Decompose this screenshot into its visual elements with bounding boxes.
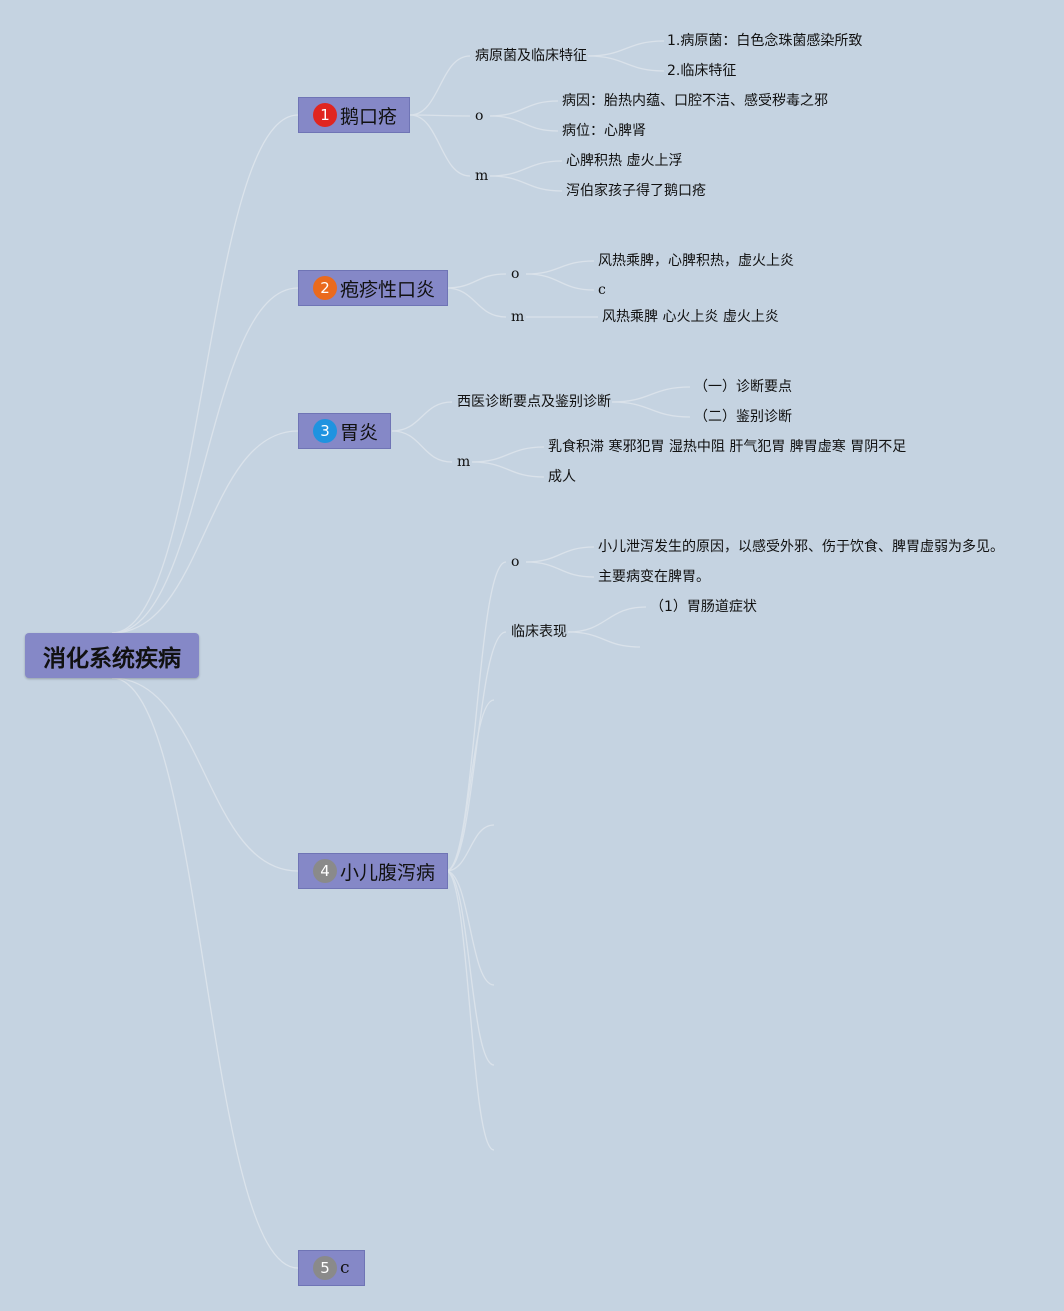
branch-label: 鹅口疮 (340, 105, 398, 128)
connector-line (525, 561, 595, 578)
connector-line (445, 287, 507, 318)
leaf-topic[interactable]: 成人 (548, 469, 576, 485)
connector-line (587, 40, 665, 57)
connector-line (111, 114, 299, 634)
branch-c[interactable]: 5 c (298, 1250, 365, 1286)
connector-line (445, 824, 495, 872)
leaf-topic[interactable]: 2.临床特征 (667, 63, 737, 79)
subtopic[interactable]: 病原菌及临床特征 (475, 48, 587, 64)
connector-line (445, 870, 495, 1066)
leaf-topic[interactable]: c (598, 282, 606, 298)
connector-line (445, 631, 507, 872)
branch-thrush[interactable]: 1 鹅口疮 (298, 97, 411, 133)
subtopic[interactable]: m (511, 309, 525, 325)
branch-herpetic-stomatitis[interactable]: 2 疱疹性口炎 (298, 270, 449, 306)
subtopic[interactable]: o (511, 266, 520, 282)
connector-line (489, 115, 559, 132)
connector-line (525, 260, 595, 275)
branch-label: 小儿腹泻病 (340, 861, 436, 884)
leaf-topic[interactable]: 乳食积滞 寒邪犯胃 湿热中阻 肝气犯胃 脾胃虚寒 胃阴不足 (548, 439, 907, 455)
connector-line (445, 870, 495, 986)
connector-line (611, 401, 691, 418)
branch-label: 胃炎 (340, 421, 379, 444)
subtopic[interactable]: m (457, 454, 471, 470)
leaf-topic[interactable]: 泻伯家孩子得了鹅口疮 (566, 183, 706, 199)
connector-line (525, 273, 595, 291)
leaf-topic[interactable]: 主要病变在脾胃。 (598, 569, 710, 585)
connector-line (391, 430, 453, 463)
subtopic[interactable]: o (511, 554, 520, 570)
branch-gastritis[interactable]: 3 胃炎 (298, 413, 392, 449)
leaf-topic[interactable]: （二）鉴别诊断 (694, 409, 792, 425)
connector-line (445, 870, 495, 1151)
connector-line (445, 273, 507, 289)
connector-line (111, 287, 299, 634)
number-3-icon: 3 (313, 419, 337, 443)
connector-line (471, 461, 545, 478)
connector-line (567, 606, 647, 633)
leaf-topic[interactable]: 病位：心脾肾 (562, 123, 646, 139)
connector-line (111, 430, 299, 634)
connector-line (445, 561, 507, 872)
connector-line (391, 401, 453, 432)
root-topic[interactable]: 消化系统疾病 (25, 633, 199, 678)
connector-line (445, 699, 495, 872)
connector-line (409, 55, 471, 116)
connector-line (525, 546, 595, 563)
connector-line (489, 160, 563, 177)
leaf-topic[interactable]: 风热乘脾 心火上炎 虚火上炎 (602, 309, 779, 325)
leaf-topic[interactable]: 心脾积热 虚火上浮 (566, 153, 683, 169)
leaf-topic[interactable]: （一）诊断要点 (694, 379, 792, 395)
subtopic[interactable]: m (475, 168, 489, 184)
connector-line (409, 114, 471, 177)
number-2-icon: 2 (313, 276, 337, 300)
connector-line (471, 446, 545, 463)
subtopic[interactable]: 西医诊断要点及鉴别诊断 (457, 394, 611, 410)
connector-line (111, 677, 299, 872)
leaf-topic[interactable]: 风热乘脾，心脾积热，虚火上炎 (598, 253, 794, 269)
number-1-icon: 1 (313, 103, 337, 127)
connector-line (567, 631, 641, 648)
connector-line (111, 677, 299, 1269)
leaf-topic[interactable]: 小儿泄泻发生的原因，以感受外邪、伤于饮食、脾胃虚弱为多见。 (598, 539, 1004, 555)
connector-line (489, 100, 559, 117)
connector-line (611, 386, 691, 403)
connector-line (409, 114, 471, 117)
branch-label: c (340, 1258, 350, 1278)
subtopic[interactable]: o (475, 108, 484, 124)
subtopic[interactable]: 临床表现 (511, 624, 567, 640)
leaf-topic[interactable]: 病因：胎热内蕴、口腔不洁、感受秽毒之邪 (562, 93, 828, 109)
connector-line (587, 55, 665, 72)
leaf-topic[interactable]: （1）胃肠道症状 (650, 599, 757, 615)
branch-infant-diarrhea[interactable]: 4 小儿腹泻病 (298, 853, 449, 889)
number-5-icon: 5 (313, 1256, 337, 1280)
number-4-icon: 4 (313, 859, 337, 883)
leaf-topic[interactable]: 1.病原菌：白色念珠菌感染所致 (667, 33, 863, 49)
connector-line (489, 175, 563, 192)
branch-label: 疱疹性口炎 (340, 278, 436, 301)
